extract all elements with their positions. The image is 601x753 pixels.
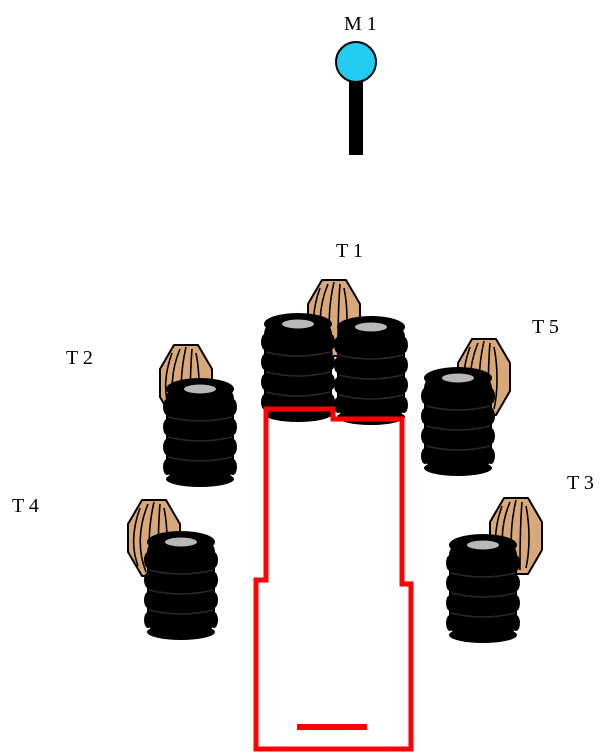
station-label-t3: T 3 bbox=[567, 472, 594, 494]
red-outline-shape bbox=[253, 406, 414, 752]
marker-post bbox=[349, 80, 363, 155]
station-label-t4: T 4 bbox=[12, 495, 39, 517]
pin-marker-icon bbox=[335, 41, 377, 83]
tire-stack-icon bbox=[333, 315, 409, 426]
tire-stack-icon bbox=[143, 530, 219, 641]
station-label-t1: T 1 bbox=[336, 240, 363, 262]
station-label-t5: T 5 bbox=[532, 316, 559, 338]
tire-stack-icon bbox=[260, 312, 336, 423]
tire-stack-icon bbox=[445, 533, 521, 644]
marker-m1: M 1 bbox=[335, 13, 377, 155]
tire-stack-icon bbox=[162, 377, 238, 488]
tire-stack-icon bbox=[420, 366, 496, 477]
station-label-t2: T 2 bbox=[66, 347, 93, 369]
marker-label: M 1 bbox=[344, 13, 377, 35]
